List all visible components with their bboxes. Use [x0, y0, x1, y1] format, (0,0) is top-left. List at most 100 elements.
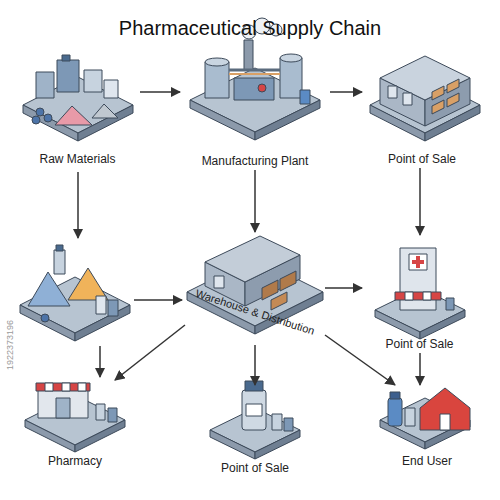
stage-label: End User — [402, 454, 452, 468]
raw-materials-tile — [44, 114, 52, 122]
diagram-title: Pharmaceutical Supply Chain — [0, 17, 500, 40]
pharmacy-tile — [75, 420, 125, 452]
materials-store-tile — [56, 245, 63, 251]
flow-arrow — [134, 299, 182, 301]
stage-label: Point of Sale — [221, 461, 289, 475]
pharmacy-tile — [25, 383, 125, 452]
materials-store-tile — [96, 296, 106, 314]
raw-materials-tile — [36, 72, 54, 98]
manufacturing-tile — [244, 40, 253, 70]
pharmacy-tile — [62, 383, 70, 391]
drugstore-tile — [446, 298, 454, 310]
manufacturing-tile — [280, 58, 302, 98]
flow-stage: End User — [372, 385, 482, 470]
home-tile — [390, 392, 400, 399]
pharmacy-tile — [38, 388, 88, 418]
manufacturing-tile — [300, 90, 310, 104]
storage-building-tile — [370, 56, 480, 141]
flow-arrow — [99, 346, 101, 377]
materials-store-tile — [108, 300, 118, 316]
storage-building-tile — [403, 93, 412, 105]
manufacturing-tile — [255, 100, 320, 140]
flow-arrow — [419, 168, 421, 235]
raw-materials-tile — [36, 108, 44, 116]
drugstore-tile — [423, 292, 431, 300]
stage-label: Warehouse & Distribution — [194, 286, 317, 338]
flow-stage: Point of Sale — [362, 48, 482, 168]
flow-stage: Point of Sale — [362, 235, 477, 353]
storage-building-tile — [447, 93, 459, 107]
storage-building-tile — [380, 56, 470, 100]
materials-store-tile — [54, 250, 65, 274]
home-tile — [380, 388, 470, 449]
pharmacy-tile — [78, 383, 86, 391]
medicine-bottles-tile — [246, 404, 262, 416]
flow-stage: Manufacturing Plant — [180, 48, 330, 170]
drugstore-tile — [400, 248, 436, 310]
manufacturing-tile — [205, 58, 229, 66]
manufacturing-tile — [229, 69, 280, 72]
drugstore-tile — [405, 292, 413, 300]
drugstore-tile — [412, 260, 424, 264]
flow-arrow — [330, 91, 362, 93]
warehouse-tile — [271, 292, 287, 310]
flow-stage: Point of Sale — [200, 385, 310, 477]
medicine-bottles-tile — [242, 390, 266, 430]
manufacturing-tile — [229, 73, 280, 75]
materials-store-tile — [68, 268, 108, 300]
drugstore-tile — [395, 292, 441, 300]
storage-building-tile — [388, 86, 397, 98]
materials-store-tile — [28, 272, 70, 306]
raw-materials-tile — [57, 60, 79, 92]
home-tile — [405, 408, 415, 426]
flow-arrow — [254, 170, 256, 232]
stage-label: Point of Sale — [388, 152, 456, 166]
drugstore-tile — [409, 254, 427, 270]
flow-arrow — [325, 335, 395, 385]
raw-materials-tile — [55, 106, 92, 125]
home-tile — [388, 398, 402, 426]
drugstore-tile — [420, 310, 465, 339]
manufacturing-tile — [234, 78, 274, 100]
drugstore-tile — [375, 310, 420, 339]
manufacturing-tile — [280, 54, 302, 62]
materials-store-tile — [20, 305, 75, 341]
flow-arrow — [325, 287, 362, 289]
warehouse-tile — [280, 271, 296, 291]
flow-stage: Pharmacy — [20, 380, 130, 470]
medicine-bottles-tile — [210, 381, 300, 459]
storage-building-tile — [447, 79, 459, 93]
pharmacy-tile — [25, 420, 75, 452]
flow-stage: Warehouse & Distribution — [185, 232, 325, 345]
flow-arrow — [78, 172, 182, 377]
flow-arrow — [115, 325, 185, 380]
warehouse-tile — [262, 280, 278, 300]
flow-arrow — [140, 91, 180, 93]
medicine-bottles-tile — [210, 430, 255, 459]
materials-store-tile — [41, 314, 49, 322]
manufacturing-tile — [258, 84, 266, 92]
pharmacy-tile — [108, 408, 117, 422]
raw-materials-tile — [32, 116, 40, 124]
home-tile — [440, 414, 450, 430]
pharmacy-tile — [45, 383, 53, 391]
flow-arrow — [254, 345, 256, 385]
flow-stage: Raw Materials — [15, 48, 140, 168]
raw-materials-tile — [23, 55, 133, 141]
stage-label: Pharmacy — [48, 454, 102, 468]
raw-materials-tile — [92, 104, 118, 118]
manufacturing-tile — [190, 100, 255, 140]
raw-materials-tile — [104, 80, 118, 98]
flow-arrow — [419, 353, 421, 385]
drugstore-tile — [375, 248, 465, 339]
home-tile — [420, 388, 470, 430]
illustration — [20, 18, 480, 459]
storage-building-tile — [432, 100, 444, 114]
medicine-bottles-tile — [284, 418, 293, 431]
materials-store-tile — [20, 245, 130, 341]
flow-arrow — [77, 172, 79, 238]
watermark-number: 1922373196 — [5, 308, 15, 382]
